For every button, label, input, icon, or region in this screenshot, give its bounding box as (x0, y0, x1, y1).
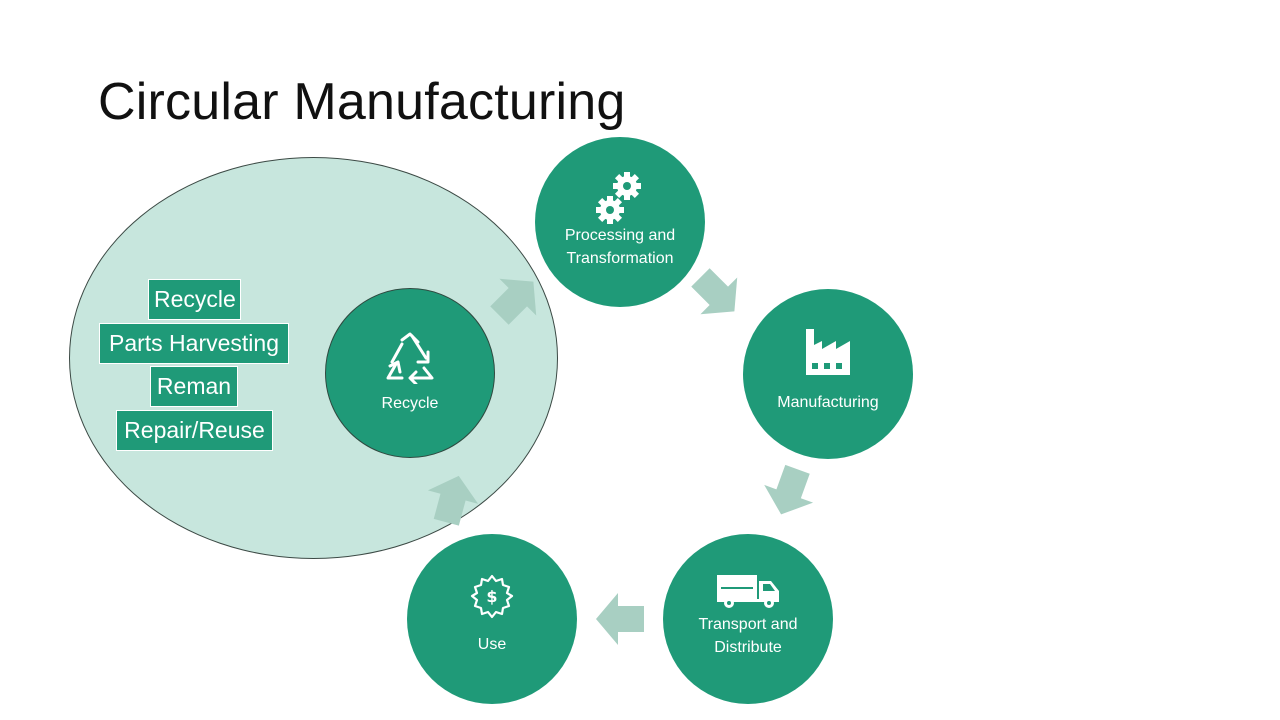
node-processing-label-line1: Processing and (564, 227, 676, 244)
option-repair-reuse: Repair/Reuse (116, 410, 273, 451)
arrow-use-to-recycle (427, 475, 479, 526)
node-use-label: Use (477, 635, 507, 653)
arrow-transport-to-use (596, 593, 644, 645)
option-recycle: Recycle (148, 279, 241, 320)
node-use: $ Use (407, 534, 577, 704)
node-transport-label-line1: Transport and (698, 616, 798, 633)
dollar-gear-icon: $ (470, 574, 514, 618)
node-processing-label-line2: Transformation (566, 250, 674, 267)
option-parts-harvesting: Parts Harvesting (99, 323, 289, 364)
slide-title: Circular Manufacturing (98, 73, 626, 131)
svg-text:$: $ (486, 587, 497, 606)
option-reman: Reman (150, 366, 238, 407)
node-transport: Transport and Distribute (663, 534, 833, 704)
node-recycle: Recycle (325, 288, 495, 458)
arrow-processing-to-manufacturing (691, 268, 738, 315)
recycle-icon (386, 332, 434, 384)
factory-icon (806, 328, 850, 375)
node-manufacturing-label: Manufacturing (777, 393, 879, 411)
node-recycle-label: Recycle (381, 394, 439, 412)
arrow-recycle-to-processing (490, 278, 537, 325)
gears-icon (596, 172, 641, 224)
node-transport-label-line2: Distribute (714, 639, 782, 656)
node-manufacturing: Manufacturing (743, 289, 913, 459)
truck-icon (717, 575, 779, 608)
node-processing: Processing and Transformation (535, 137, 705, 307)
arrow-manufacturing-to-transport (764, 464, 814, 515)
